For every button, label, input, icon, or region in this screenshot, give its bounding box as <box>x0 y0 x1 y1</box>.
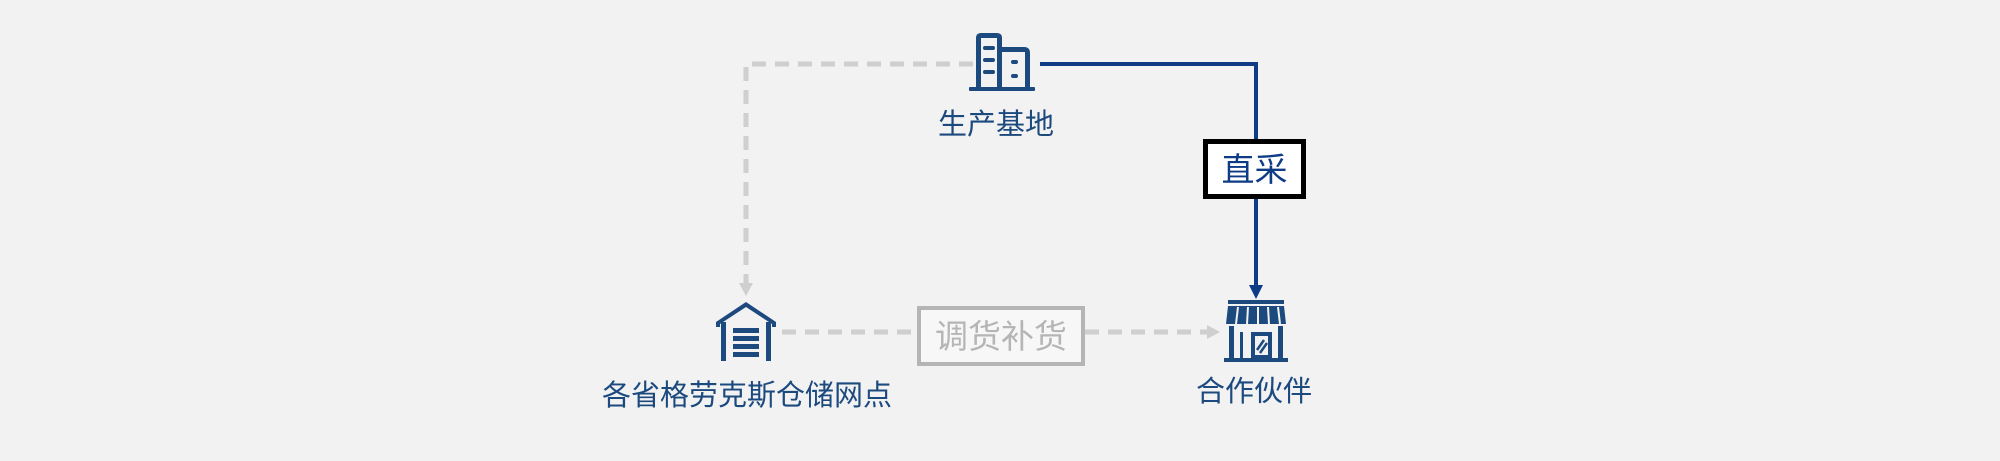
label-warehouses: 各省格劳克斯仓储网点 <box>601 378 893 412</box>
arrowhead-partner-blue <box>1249 285 1263 299</box>
label-production-base: 生产基地 <box>937 107 1055 141</box>
edge-label-direct-purchase: 直采 <box>1203 139 1306 199</box>
edge-warehouse-to-partner <box>782 325 1220 339</box>
arrowhead-partner-gray <box>1207 325 1220 339</box>
edge-production-to-warehouse <box>739 61 973 296</box>
office-building-icon <box>969 33 1035 91</box>
warehouse-icon <box>716 302 776 361</box>
storefront-icon <box>1224 300 1288 362</box>
edge-label-transfer-restock: 调货补货 <box>917 306 1085 366</box>
arrowhead-warehouse <box>739 283 753 296</box>
label-partners: 合作伙伴 <box>1195 374 1313 408</box>
edge-direct-purchase <box>1040 62 1263 299</box>
